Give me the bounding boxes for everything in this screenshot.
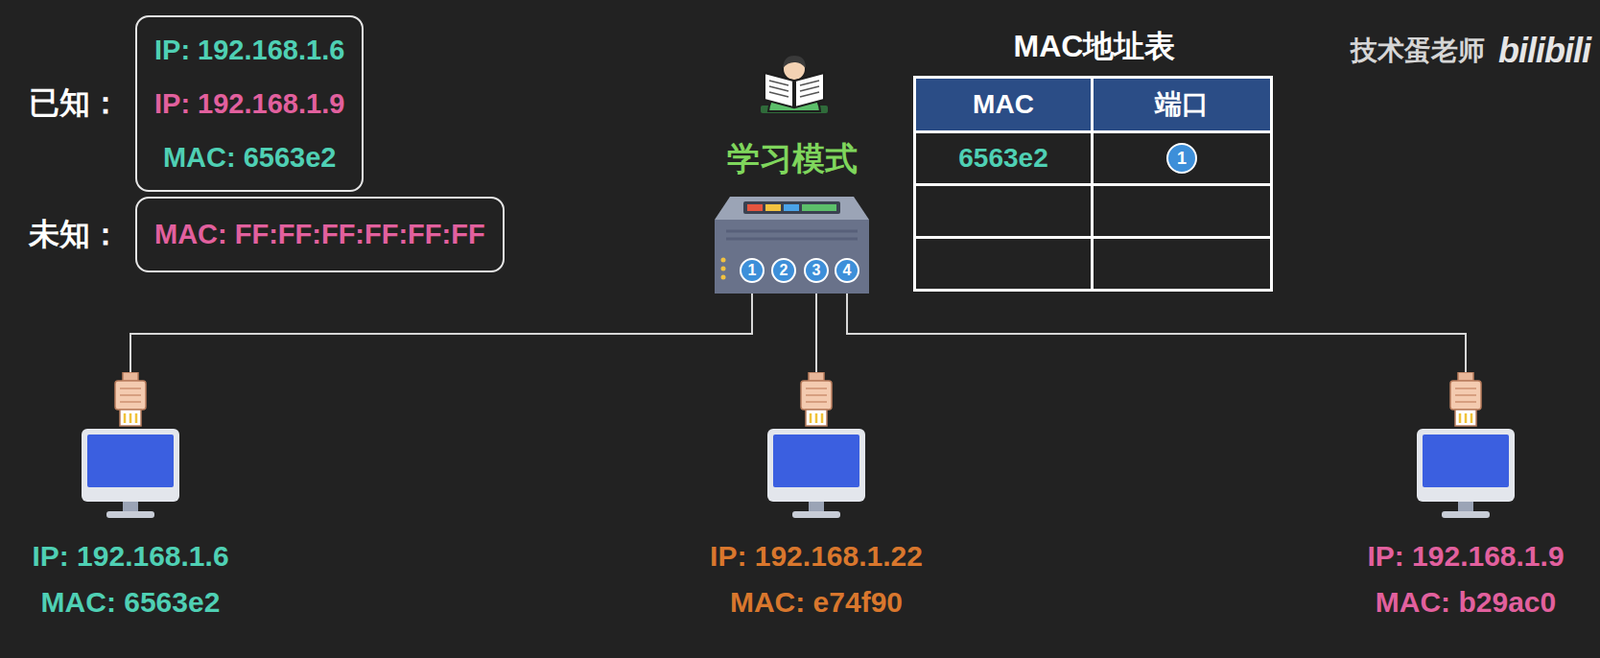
- address-label: MAC: b29ac0: [1375, 583, 1556, 622]
- status-dot: [721, 275, 727, 281]
- watermark-logo: bilibili: [1498, 30, 1591, 71]
- plug-neck: [808, 372, 824, 381]
- info-line: MAC: 6563e2: [154, 130, 345, 185]
- monitor-neck: [808, 501, 824, 512]
- table-row: [915, 185, 1272, 238]
- plug-tip: [119, 409, 142, 426]
- watermark-text: 技术蛋老师: [1350, 32, 1485, 70]
- status-dot: [721, 258, 727, 263]
- switch-front: [714, 219, 870, 294]
- port-badge: 1: [1166, 142, 1198, 174]
- plug-ridges: [805, 388, 827, 402]
- port-number: 1: [741, 259, 763, 282]
- network-switch: 学习模式1234: [714, 196, 870, 294]
- table-header-cell: 端口: [1092, 77, 1272, 133]
- info-group: 已知： IP: 192.168.1.6IP: 192.168.1.9MAC: 65…: [28, 15, 364, 192]
- switch-panel: [743, 201, 841, 214]
- table-row: MAC端口: [915, 77, 1272, 133]
- plug-neck: [122, 372, 139, 381]
- plug-neck: [1458, 372, 1474, 381]
- table-cell: [1092, 185, 1272, 238]
- led-blue: [783, 204, 800, 212]
- monitor-screen: [773, 434, 860, 488]
- table-cell: [915, 237, 1093, 291]
- table-cell: [1092, 237, 1272, 291]
- info-group: 未知： MAC: FF:FF:FF:FF:FF:FF: [28, 196, 505, 273]
- plug-contacts: [1459, 413, 1472, 424]
- table-cell: 1: [1092, 132, 1272, 186]
- table-mac: 6563e2: [916, 142, 1091, 174]
- plug-tip: [805, 409, 827, 426]
- plug-body: [800, 380, 832, 410]
- table-row: [915, 237, 1272, 291]
- table-title: MAC地址表: [913, 26, 1276, 66]
- switch-port: 2: [771, 258, 797, 283]
- monitor-neck: [122, 501, 139, 512]
- monitor-base: [792, 511, 841, 518]
- plug-tip: [1455, 409, 1477, 426]
- led-red: [747, 204, 763, 212]
- address-label: MAC: e74f90: [729, 583, 903, 622]
- plug-contacts: [124, 413, 137, 424]
- mode-label: 学习模式: [676, 139, 908, 178]
- switch-top: [714, 196, 870, 220]
- led-green: [801, 204, 837, 212]
- port-number: 3: [805, 259, 827, 282]
- reading-person-icon: [754, 51, 834, 116]
- address-label: IP: 192.168.1.9: [1366, 537, 1564, 576]
- plug-body: [115, 380, 146, 410]
- monitor-screen: [1422, 434, 1509, 488]
- computer-icon: [763, 372, 870, 518]
- computer: IP: 192.168.1.6MAC: 6563e2: [31, 372, 229, 622]
- watermark: 技术蛋老师 bilibili: [1350, 30, 1591, 71]
- monitor-base: [1441, 511, 1490, 518]
- table-row: 6563e2 1: [915, 132, 1272, 186]
- info-box: IP: 192.168.1.6IP: 192.168.1.9MAC: 6563e…: [135, 15, 364, 192]
- address-label: IP: 192.168.1.6: [31, 537, 229, 576]
- info-heading: 已知：: [28, 82, 121, 125]
- computer: IP: 192.168.1.22MAC: e74f90: [709, 372, 923, 622]
- switch-port: 4: [834, 258, 860, 283]
- monitor-frame: [767, 428, 866, 502]
- table-cell: [915, 185, 1093, 238]
- table-header: 端口: [1093, 86, 1271, 123]
- monitor-base: [106, 511, 155, 518]
- monitor-screen: [87, 434, 174, 488]
- table-header: MAC: [916, 89, 1091, 120]
- switch-port: 3: [803, 258, 829, 283]
- address-label: MAC: 6563e2: [41, 583, 221, 622]
- mac-table: MAC端口6563e21: [913, 75, 1273, 292]
- info-box: MAC: FF:FF:FF:FF:FF:FF: [135, 196, 505, 273]
- plug-body: [1450, 380, 1482, 410]
- plug-ridges: [119, 388, 142, 402]
- network-cable: [847, 282, 1466, 373]
- led-yellow: [765, 204, 781, 212]
- computer-icon: [1412, 372, 1519, 518]
- status-dot: [721, 266, 727, 272]
- monitor-neck: [1458, 501, 1474, 512]
- switch-port: 1: [739, 258, 765, 283]
- info-line: IP: 192.168.1.6: [154, 23, 345, 77]
- network-cable: [130, 282, 753, 373]
- info-line: MAC: FF:FF:FF:FF:FF:FF: [154, 204, 486, 265]
- monitor-frame: [1416, 428, 1515, 502]
- table-header-cell: MAC: [915, 77, 1093, 133]
- address-label: IP: 192.168.1.22: [709, 537, 923, 576]
- port-number: 4: [836, 259, 858, 282]
- plug-ridges: [1455, 388, 1477, 402]
- info-line: IP: 192.168.1.9: [154, 76, 345, 131]
- info-heading: 未知：: [28, 213, 121, 257]
- plug-contacts: [810, 413, 823, 424]
- computer-icon: [77, 372, 184, 518]
- monitor-frame: [81, 428, 180, 502]
- port-number: 2: [773, 259, 795, 282]
- computer: IP: 192.168.1.9MAC: b29ac0: [1366, 372, 1564, 622]
- network-cable: [815, 282, 818, 373]
- table-port: 1: [1168, 144, 1196, 172]
- table-cell: 6563e2: [915, 132, 1093, 186]
- switch-vents: [726, 231, 858, 239]
